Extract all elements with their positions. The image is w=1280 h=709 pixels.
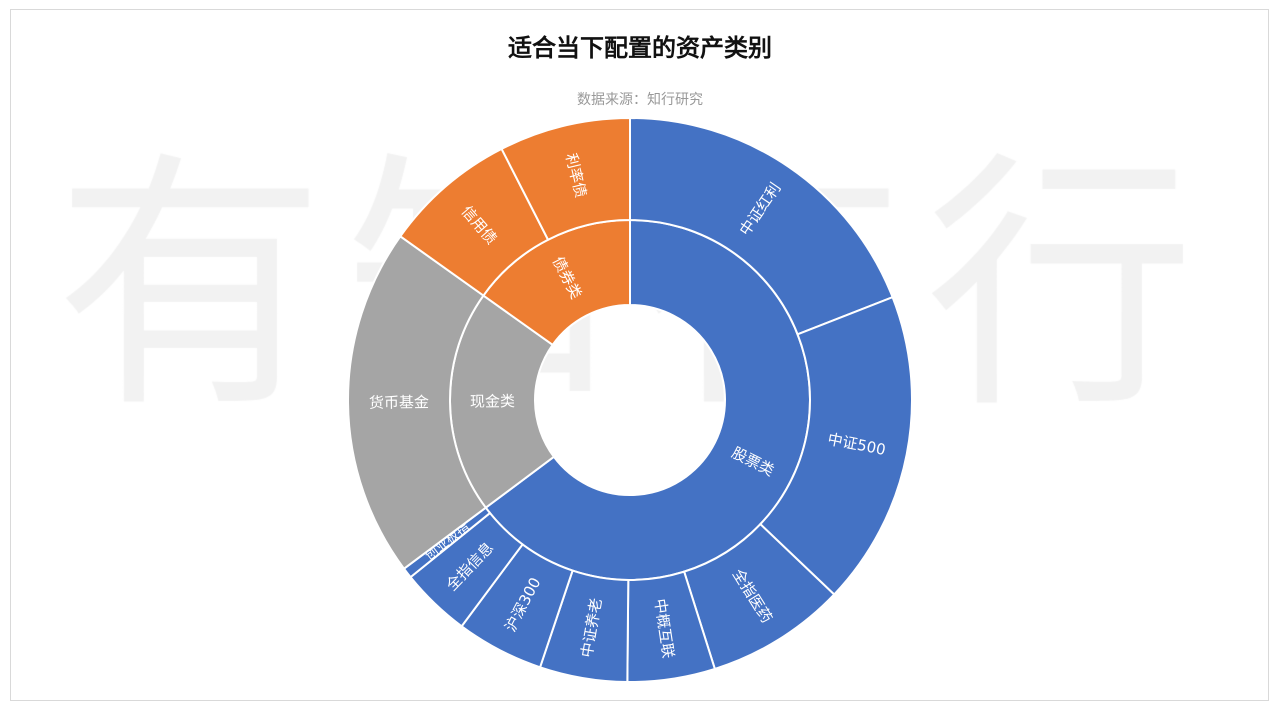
subcategory-segment[interactable] <box>629 116 894 336</box>
category-label: 现金类 <box>470 392 515 410</box>
subcategory-segment[interactable] <box>347 234 488 571</box>
subcategory-segment[interactable] <box>500 116 631 242</box>
chart-subtitle: 数据来源：知行研究 <box>577 92 703 108</box>
subcategory-label: 货币基金 <box>369 393 429 412</box>
chart-title: 适合当下配置的资产类别 <box>508 34 772 62</box>
